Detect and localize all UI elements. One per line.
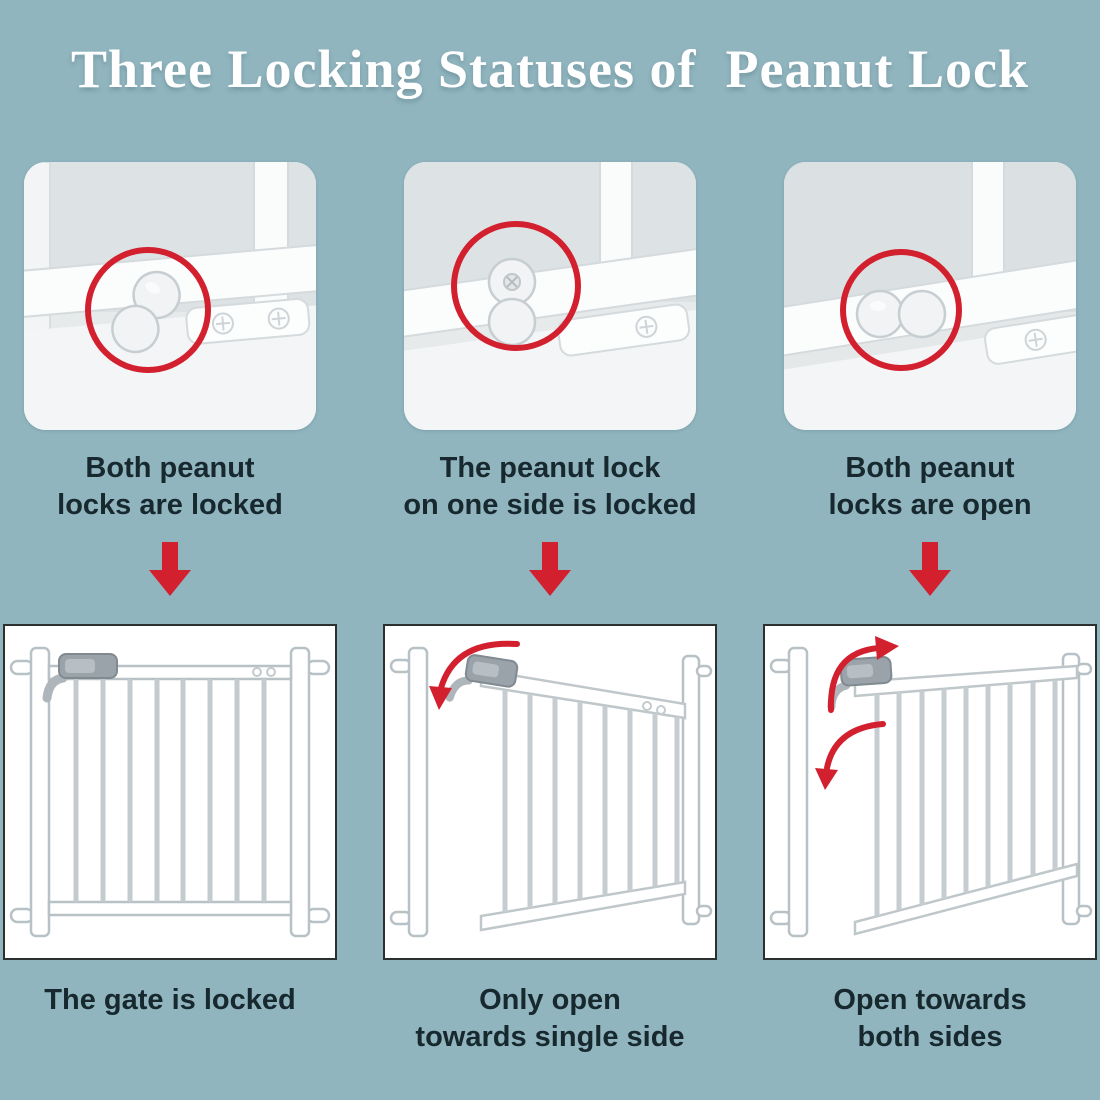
status-columns: Both peanut locks are locked (0, 162, 1100, 1056)
peanut-lock-tilted-icon (24, 162, 316, 430)
peanut-locks-both-locked-photo (24, 162, 316, 430)
column-both-open: Both peanut locks are open (763, 162, 1097, 1056)
down-arrow-icon (529, 542, 571, 598)
gate-latch-handle (445, 654, 519, 702)
swing-up-arrow-icon (827, 636, 899, 713)
result-caption: The gate is locked (44, 984, 296, 1016)
gate-open-one-way-icon (389, 640, 713, 938)
peanut-locks-both-open-photo (784, 162, 1076, 430)
photo-caption: Both peanut locks are open (828, 452, 1032, 522)
photo-caption: The peanut lock on one side is locked (403, 452, 697, 522)
result-caption: Open towards both sides (833, 984, 1027, 1054)
gate-latch-handle (42, 653, 118, 703)
page-title: Three Locking Statuses of Peanut Lock (70, 39, 1030, 99)
swing-direction-arrow-icon (429, 640, 520, 710)
gate-locked-illustration (3, 624, 337, 960)
column-one-side-locked: The peanut lock on one side is locked (383, 162, 717, 1056)
photo-caption: Both peanut locks are locked (57, 452, 283, 522)
peanut-lock-vertical-icon (404, 162, 696, 430)
result-caption: Only open towards single side (415, 984, 685, 1054)
swing-down-arrow-icon (815, 721, 886, 790)
peanut-lock-horizontal-icon (784, 162, 1076, 430)
column-both-locked: Both peanut locks are locked (3, 162, 337, 1056)
closed-gate-icon (9, 646, 331, 938)
gate-single-side-open-illustration (383, 624, 717, 960)
down-arrow-icon (149, 542, 191, 598)
gate-open-both-ways-icon (769, 636, 1093, 938)
down-arrow-icon (909, 542, 951, 598)
gate-both-sides-open-illustration (763, 624, 1097, 960)
gate-latch-handle (827, 656, 893, 711)
peanut-lock-one-side-locked-photo (404, 162, 696, 430)
